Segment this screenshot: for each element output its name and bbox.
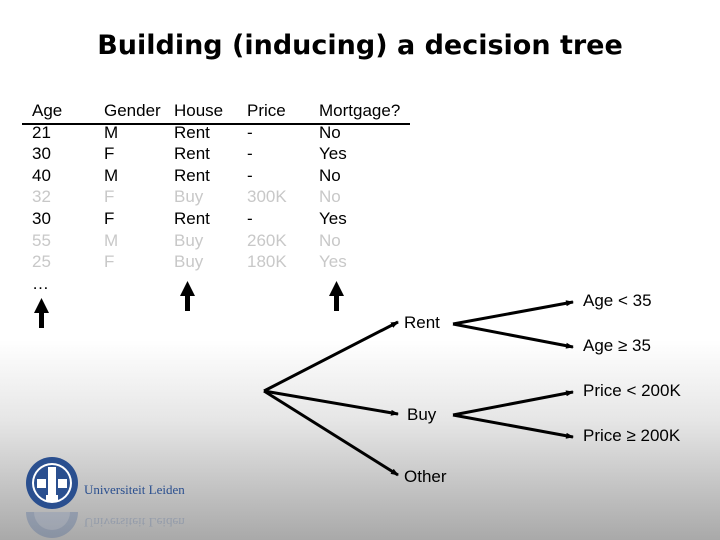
cell: 40 [32, 165, 51, 185]
university-name: Universiteit Leiden [84, 482, 185, 497]
cell: No [319, 122, 341, 142]
cell: Rent [174, 165, 210, 185]
node-buy: Buy [407, 405, 437, 424]
column-house: House Rent Rent Rent Buy Rent Buy Buy [174, 100, 223, 273]
cell: 30 [32, 208, 51, 228]
column-gender: Gender M F M F F M F [104, 100, 161, 273]
header-house: House [174, 101, 224, 120]
cell: Rent [174, 144, 210, 164]
cell: - [247, 208, 253, 228]
cell: Yes [319, 208, 347, 228]
leaf-price-lt-200k: Price < 200K [583, 381, 681, 400]
ellipsis: … [32, 273, 49, 293]
cell: Yes [319, 252, 347, 272]
header-mortgage: Mortgage? [319, 101, 401, 120]
header-price: Price [247, 101, 286, 120]
cell: - [247, 165, 253, 185]
cell: No [319, 187, 341, 207]
cell: 30 [32, 144, 51, 164]
cell: 180K [247, 252, 287, 272]
cell: F [104, 144, 115, 164]
slide-title: Building (inducing) a decision tree [97, 30, 623, 61]
column-age: Age 21 30 40 32 30 55 25 … [32, 100, 62, 294]
leaf-price-ge-200k: Price ≥ 200K [583, 426, 681, 445]
arrow-up-icon [180, 281, 195, 311]
university-name-reflection: Universiteit Leiden [84, 515, 185, 530]
cell: - [247, 144, 253, 164]
cell: 32 [32, 187, 51, 207]
leaf-age-lt-35: Age < 35 [583, 291, 652, 310]
cell: - [247, 122, 253, 142]
cell: Yes [319, 144, 347, 164]
arrow-up-icon [34, 298, 49, 328]
header-divider [22, 123, 410, 125]
cell: M [104, 122, 119, 142]
cell: M [104, 165, 119, 185]
header-gender: Gender [104, 101, 161, 120]
cell: Buy [174, 230, 204, 250]
cell: Rent [174, 122, 210, 142]
leaf-age-ge-35: Age ≥ 35 [583, 336, 651, 355]
node-rent: Rent [404, 313, 440, 332]
cell: No [319, 230, 341, 250]
leiden-seal-logo-icon [26, 457, 78, 509]
cell: 55 [32, 230, 51, 250]
cell: 21 [32, 122, 51, 142]
cell: F [104, 208, 115, 228]
cell: Buy [174, 252, 204, 272]
cell: 25 [32, 252, 51, 272]
tree-edges [263, 300, 574, 477]
cell: F [104, 252, 115, 272]
cell: No [319, 165, 341, 185]
column-mortgage: Mortgage? No Yes No No Yes No Yes [319, 100, 400, 273]
cell: F [104, 187, 115, 207]
column-price: Price - - - 300K - 260K 180K [247, 100, 287, 273]
cell: Buy [174, 187, 204, 207]
cell: 260K [247, 230, 287, 250]
cell: M [104, 230, 119, 250]
cell: 300K [247, 187, 287, 207]
logo-reflection [26, 512, 78, 538]
header-age: Age [32, 101, 63, 120]
cell: Rent [174, 208, 210, 228]
arrow-up-icon [329, 281, 344, 311]
node-other: Other [404, 467, 447, 486]
